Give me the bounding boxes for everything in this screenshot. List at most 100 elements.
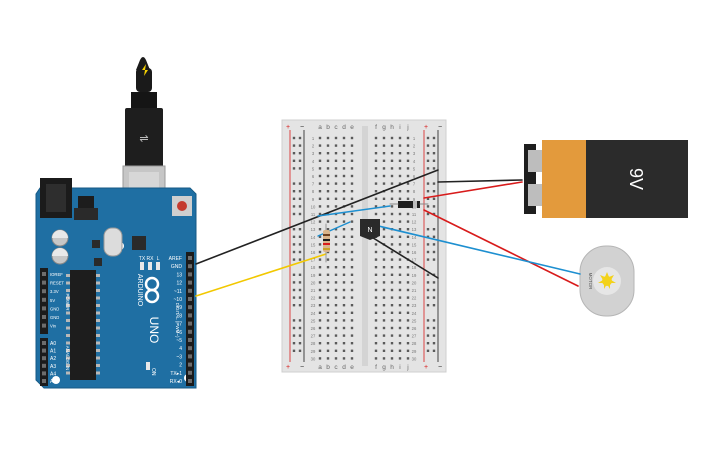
breadboard-hole[interactable] — [398, 319, 402, 322]
breadboard-hole[interactable] — [382, 152, 386, 155]
header-pin[interactable] — [42, 363, 46, 368]
rail-hole[interactable] — [292, 212, 296, 216]
header-pin[interactable] — [188, 329, 192, 334]
breadboard-hole[interactable] — [382, 326, 386, 330]
breadboard-hole[interactable] — [334, 342, 338, 345]
breadboard-hole[interactable] — [382, 159, 386, 162]
breadboard-hole[interactable] — [374, 311, 378, 314]
breadboard-hole[interactable] — [390, 304, 394, 307]
breadboard-hole[interactable] — [342, 235, 346, 238]
rail-hole[interactable] — [298, 288, 302, 292]
breadboard-hole[interactable] — [374, 326, 378, 330]
rail-hole[interactable] — [432, 319, 436, 322]
breadboard-hole[interactable] — [390, 243, 394, 246]
breadboard-hole[interactable] — [390, 136, 394, 140]
breadboard-hole[interactable] — [334, 357, 338, 360]
breadboard-hole[interactable] — [318, 197, 322, 200]
breadboard-hole[interactable] — [374, 319, 378, 322]
breadboard-hole[interactable] — [326, 182, 330, 185]
breadboard-hole[interactable] — [334, 136, 338, 140]
breadboard-hole[interactable] — [318, 182, 322, 185]
breadboard-hole[interactable] — [350, 159, 354, 162]
breadboard-hole[interactable] — [390, 311, 394, 314]
breadboard-hole[interactable] — [334, 349, 338, 352]
rail-hole[interactable] — [426, 235, 430, 238]
breadboard-hole[interactable] — [398, 296, 402, 299]
rail-hole[interactable] — [292, 334, 296, 337]
breadboard-hole[interactable] — [350, 357, 354, 360]
header-pin[interactable] — [188, 305, 192, 310]
breadboard-hole[interactable] — [374, 174, 378, 178]
breadboard-hole[interactable] — [342, 304, 346, 307]
breadboard-hole[interactable] — [390, 357, 394, 360]
breadboard-hole[interactable] — [318, 281, 322, 284]
breadboard-hole[interactable] — [326, 334, 330, 337]
breadboard-hole[interactable] — [374, 266, 378, 269]
breadboard-hole[interactable] — [398, 243, 402, 246]
rail-hole[interactable] — [298, 326, 302, 330]
breadboard-hole[interactable] — [382, 136, 386, 140]
rail-hole[interactable] — [292, 205, 296, 208]
breadboard-hole[interactable] — [406, 296, 410, 299]
rail-hole[interactable] — [426, 273, 430, 276]
breadboard-hole[interactable] — [406, 144, 410, 147]
breadboard-hole[interactable] — [406, 311, 410, 314]
header-pin[interactable] — [188, 280, 192, 285]
breadboard-hole[interactable] — [342, 212, 346, 216]
breadboard-hole[interactable] — [318, 357, 322, 360]
breadboard-hole[interactable] — [406, 250, 410, 254]
breadboard-hole[interactable] — [318, 342, 322, 345]
breadboard-hole[interactable] — [350, 220, 354, 223]
rail-hole[interactable] — [292, 136, 296, 140]
breadboard-hole[interactable] — [398, 304, 402, 307]
breadboard-hole[interactable] — [350, 205, 354, 208]
breadboard-hole[interactable] — [374, 334, 378, 337]
header-pin[interactable] — [188, 321, 192, 326]
breadboard-hole[interactable] — [382, 266, 386, 269]
breadboard-hole[interactable] — [374, 167, 378, 170]
breadboard-hole[interactable] — [398, 311, 402, 314]
breadboard-hole[interactable] — [350, 334, 354, 337]
breadboard-hole[interactable] — [406, 288, 410, 292]
breadboard-hole[interactable] — [382, 235, 386, 238]
breadboard-hole[interactable] — [398, 357, 402, 360]
rail-hole[interactable] — [292, 159, 296, 162]
breadboard-hole[interactable] — [326, 281, 330, 284]
breadboard-hole[interactable] — [398, 288, 402, 292]
breadboard-hole[interactable] — [350, 228, 354, 231]
breadboard-hole[interactable] — [318, 190, 322, 193]
rail-hole[interactable] — [292, 167, 296, 170]
rail-hole[interactable] — [432, 205, 436, 208]
breadboard-hole[interactable] — [382, 144, 386, 147]
breadboard-hole[interactable] — [374, 182, 378, 185]
breadboard-hole[interactable] — [342, 174, 346, 178]
rail-hole[interactable] — [426, 205, 430, 208]
breadboard-hole[interactable] — [350, 250, 354, 254]
rail-hole[interactable] — [432, 190, 436, 193]
rail-hole[interactable] — [426, 334, 430, 337]
rail-hole[interactable] — [292, 190, 296, 193]
breadboard-hole[interactable] — [318, 228, 322, 231]
breadboard-hole[interactable] — [350, 243, 354, 246]
breadboard-hole[interactable] — [326, 296, 330, 299]
breadboard-hole[interactable] — [350, 197, 354, 200]
breadboard-hole[interactable] — [342, 159, 346, 162]
breadboard-hole[interactable] — [390, 342, 394, 345]
breadboard-hole[interactable] — [334, 326, 338, 330]
breadboard-hole[interactable] — [382, 349, 386, 352]
breadboard-hole[interactable] — [318, 212, 322, 216]
breadboard-hole[interactable] — [350, 167, 354, 170]
breadboard-hole[interactable] — [406, 357, 410, 360]
rail-hole[interactable] — [426, 349, 430, 352]
rail-hole[interactable] — [432, 250, 436, 254]
breadboard-hole[interactable] — [390, 349, 394, 352]
rail-hole[interactable] — [298, 243, 302, 246]
rail-hole[interactable] — [298, 182, 302, 185]
rail-hole[interactable] — [432, 342, 436, 345]
breadboard-hole[interactable] — [334, 281, 338, 284]
header-pin[interactable] — [188, 370, 192, 375]
breadboard-hole[interactable] — [318, 258, 322, 261]
breadboard-hole[interactable] — [334, 311, 338, 314]
rail-hole[interactable] — [432, 159, 436, 162]
breadboard-hole[interactable] — [406, 266, 410, 269]
